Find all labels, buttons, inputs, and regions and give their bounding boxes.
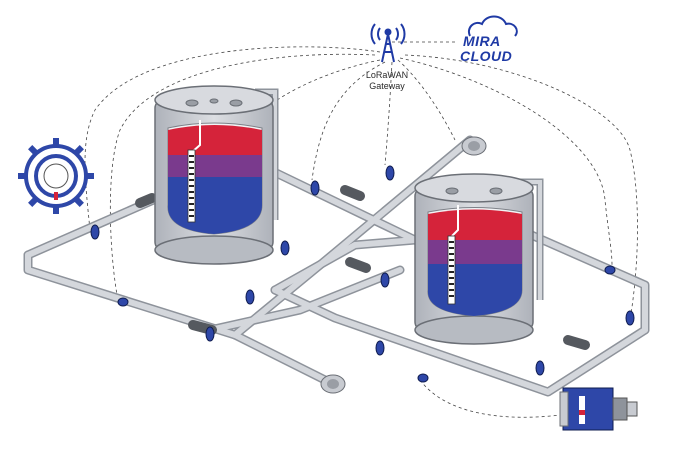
antenna-tower-icon [370,23,406,63]
pipe-sensors [90,165,635,383]
cloud-brand-label: CLOUD [460,48,513,64]
tank-2 [414,173,544,345]
flow-meter-icon [559,387,638,431]
cloud-icon [468,15,518,37]
pump-icon [461,136,487,156]
cloud-brand-label: MIRA [463,33,501,49]
sensor-ring-icon [18,138,94,214]
pump-icon [320,374,346,394]
tank-1 [154,85,279,265]
gateway-label: LoRaWAN [365,70,409,80]
piping-network [23,135,650,397]
gateway-label: Gateway [369,81,405,91]
